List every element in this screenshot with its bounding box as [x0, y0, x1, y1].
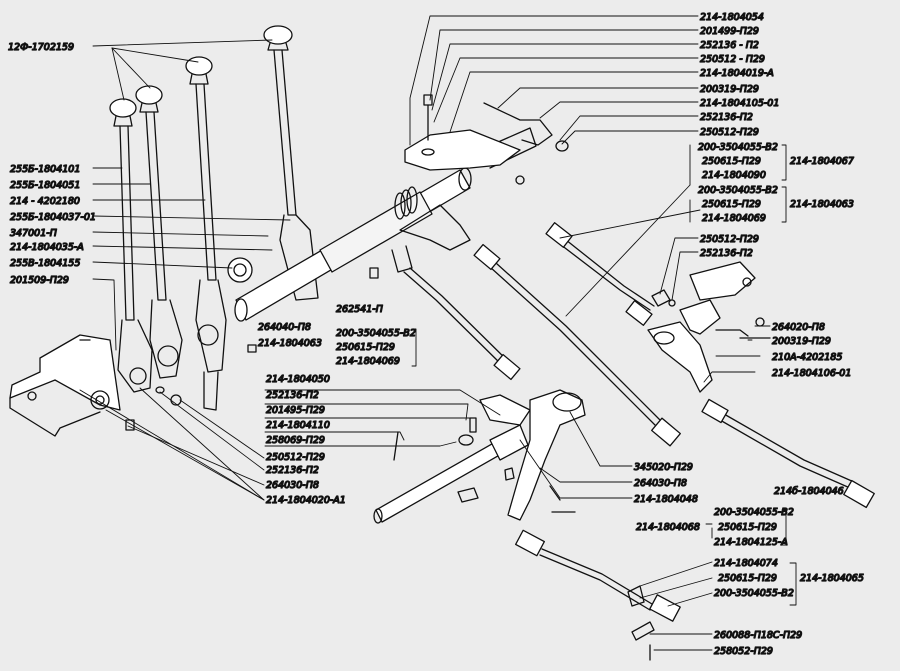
label-214-1804106-01: 214-1804106-01: [772, 368, 851, 379]
label-255b-1804051: 255Б-1804051: [10, 180, 80, 191]
label-214-1804035-a: 214-1804035-А: [10, 242, 84, 253]
label-250512-c: 250512-П29: [700, 234, 759, 245]
label-250615-a: 250615-П29: [702, 156, 761, 167]
control-rods: [403, 222, 875, 622]
label-250512-a: 250512 - П29: [700, 54, 765, 65]
label-214-1804090: 214-1804090: [702, 170, 766, 181]
leader-lines: [79, 15, 797, 651]
lever-3: [135, 85, 183, 379]
label-214-1804048: 214-1804048: [634, 494, 698, 505]
label-262541: 262541-П: [336, 304, 383, 315]
label-255v-1804155: 255В-1804155: [10, 258, 80, 269]
label-lever-set: 12Ф-1702159: [8, 42, 74, 53]
label-200-3504055-a: 200-3504055-В2: [698, 142, 778, 153]
label-200-3504055-d: 200-3504055-В2: [714, 507, 794, 518]
label-214-1804054: 214-1804054: [700, 12, 764, 23]
bellcrank-assembly: [647, 261, 771, 393]
label-264030-b: 264030-П8: [634, 478, 687, 489]
label-214-1804065: 214-1804065: [800, 573, 864, 584]
label-214-1804050: 214-1804050: [266, 374, 330, 385]
label-255b-1804101: 255Б-1804101: [10, 164, 80, 175]
label-200-3504055-e: 200-3504055-В2: [714, 588, 794, 599]
label-264040: 264040-П8: [258, 322, 311, 333]
gear-levers: [109, 25, 319, 411]
label-201509: 201509-П29: [10, 275, 69, 286]
label-250615-c: 250615-П29: [336, 342, 395, 353]
label-258069: 258069-П29: [266, 435, 325, 446]
label-214-1804125-a: 214-1804125-А: [714, 537, 788, 548]
label-250615-e: 250615-П29: [718, 573, 777, 584]
label-255b-1804037-01: 255Б-1804037-01: [10, 212, 96, 223]
main-shaft: [227, 127, 537, 322]
label-250615-d: 250615-П29: [718, 522, 777, 533]
lever-4: [109, 98, 153, 393]
label-264030: 264030-П8: [266, 480, 319, 491]
upper-bracket: [404, 94, 569, 185]
label-200319-b: 200319-П29: [772, 336, 831, 347]
label-250512-b: 250512-П29: [700, 127, 759, 138]
label-250512-d: 250512-П29: [266, 452, 325, 463]
lever-1: [263, 25, 319, 301]
label-214-1804069-b: 214-1804069: [336, 356, 400, 367]
label-252136-a: 252136 - П2: [700, 40, 759, 51]
label-214-1804069-a: 214-1804069: [702, 213, 766, 224]
lever-2: [185, 56, 227, 411]
part-number-labels: 12Ф-1702159 255Б-1804101 255Б-1804051 21…: [7, 11, 864, 657]
label-214-4202180: 214 - 4202180: [10, 196, 80, 207]
label-264020: 264020-П8: [772, 322, 825, 333]
mounting-bracket: [9, 334, 121, 437]
label-214-1804063-a: 214-1804063: [790, 199, 854, 210]
label-252136-d: 252136-П2: [266, 390, 319, 401]
label-214-1804067: 214-1804067: [790, 156, 854, 167]
label-200-3504055-c: 200-3504055-В2: [336, 328, 416, 339]
label-214-1804063-b: 214-1804063: [258, 338, 322, 349]
label-214-1804019-a: 214-1804019-А: [700, 68, 774, 79]
small-hardware: [79, 267, 655, 661]
label-200-3504055-b: 200-3504055-В2: [698, 185, 778, 196]
label-345020: 345020-П29: [634, 462, 693, 473]
label-250615-b: 250615-П29: [702, 199, 761, 210]
label-201499: 201499-П29: [700, 26, 759, 37]
label-214-1804020-a1: 214-1804020-А1: [266, 495, 346, 506]
label-214-1804074: 214-1804074: [714, 558, 778, 569]
label-200319-a: 200319-П29: [700, 84, 759, 95]
label-252136-e: 252136-П2: [266, 465, 319, 476]
label-201495: 201495-П29: [266, 405, 325, 416]
label-347001: 347001-П: [10, 228, 57, 239]
label-252136-b: 252136-П2: [700, 112, 753, 123]
label-214-1804068: 214-1804068: [636, 522, 700, 533]
lower-shaft-assembly: [373, 389, 586, 524]
label-214-1804110: 214-1804110: [266, 420, 330, 431]
label-210a-4202185: 210А-4202185: [772, 352, 842, 363]
label-260088: 260088-П18С-П29: [714, 630, 802, 641]
label-252136-c: 252136-П2: [700, 248, 753, 259]
label-258052: 258052-П29: [714, 646, 773, 657]
label-214b-1804046: 214б-1804046: [774, 486, 844, 497]
label-214-1804105-01: 214-1804105-01: [700, 98, 779, 109]
